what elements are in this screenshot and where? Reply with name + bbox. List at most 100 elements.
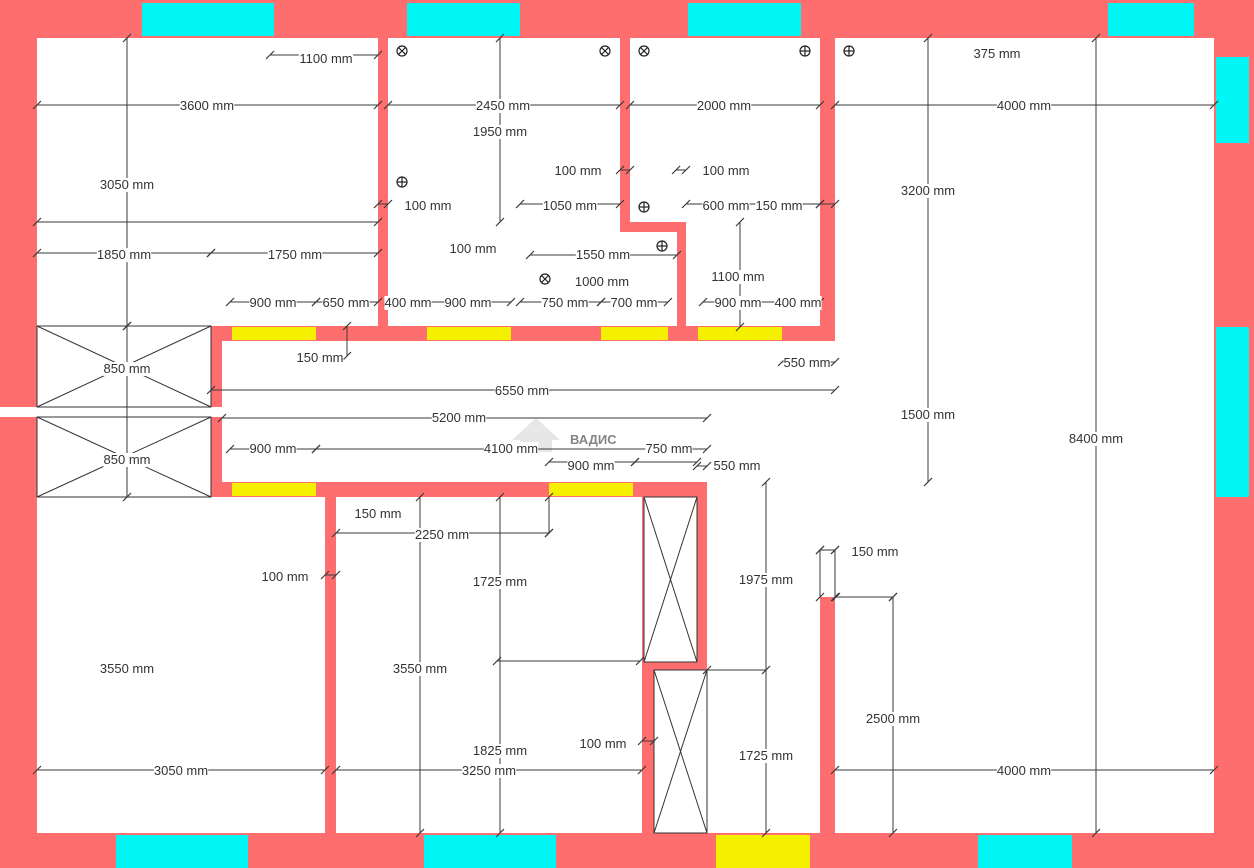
dimension-label: 1825 mm xyxy=(473,743,527,758)
dimension-label: 900 mm xyxy=(250,295,297,310)
dimension-label-bg xyxy=(579,737,627,751)
doors xyxy=(232,327,810,868)
room-top-left xyxy=(37,38,378,326)
dimension-label-bg xyxy=(900,184,956,198)
dimension-tick xyxy=(342,321,352,331)
dimension-label: 1100 mm xyxy=(711,269,764,284)
dimension-label: 3600 mm xyxy=(180,98,234,113)
dimension-tick xyxy=(495,828,505,838)
riser-icon xyxy=(843,45,855,57)
dimension-tick xyxy=(1091,828,1101,838)
dimension-label: 1500 mm xyxy=(901,407,955,422)
rooms xyxy=(0,38,1214,833)
dimension-label-bg xyxy=(103,453,151,467)
window xyxy=(1216,327,1249,497)
dimension-label-bg xyxy=(392,662,448,676)
dimension-label-bg xyxy=(645,442,693,456)
dimension-label: 4000 mm xyxy=(997,763,1051,778)
dimension-label-bg xyxy=(153,764,209,778)
dimension-tick xyxy=(320,765,330,775)
dimension-label: 400 mm xyxy=(385,295,432,310)
dimension-label-bg xyxy=(472,575,528,589)
dimension-tick xyxy=(265,50,275,60)
dimension-label: 2450 mm xyxy=(476,98,530,113)
dimension-label: 4100 mm xyxy=(484,441,538,456)
dimension-tick xyxy=(815,592,825,602)
dimension-label: 1750 mm xyxy=(268,247,322,262)
dimension-label-bg xyxy=(267,248,323,262)
dimension-label: 550 mm xyxy=(784,355,831,370)
dimension-tick xyxy=(311,444,321,454)
vent-icon xyxy=(638,45,650,57)
dimension-label-bg xyxy=(1068,432,1124,446)
dimension-label-bg xyxy=(774,296,822,310)
dimension-tick xyxy=(702,665,712,675)
dimension-label: 3250 mm xyxy=(462,763,516,778)
dimension-tick xyxy=(761,828,771,838)
dimension-tick xyxy=(831,592,841,602)
dimension-tick xyxy=(383,199,393,209)
dimension-label-bg xyxy=(322,296,370,310)
dimension-label-bg xyxy=(431,411,487,425)
dimension-tick xyxy=(830,592,840,602)
dimension-label: 150 mm xyxy=(355,506,402,521)
dimension-label: 8400 mm xyxy=(1069,431,1123,446)
dimension-tick xyxy=(206,248,216,258)
dimension-label: 6550 mm xyxy=(495,383,549,398)
dimension-tick xyxy=(698,297,708,307)
cross-line xyxy=(643,496,698,663)
dimension-label-bg xyxy=(574,275,630,289)
dimension-tick xyxy=(830,100,840,110)
dimension-label: 650 mm xyxy=(323,295,370,310)
door xyxy=(698,327,782,340)
dimension-label: 100 mm xyxy=(580,736,627,751)
dimension-label: 3200 mm xyxy=(901,183,955,198)
dimension-tick xyxy=(815,545,825,555)
dimension-label-bg xyxy=(865,712,921,726)
dimension-tick xyxy=(888,592,898,602)
dimension-label-bg xyxy=(696,99,752,113)
dimension-label: 4000 mm xyxy=(997,98,1051,113)
dimension-tick xyxy=(373,100,383,110)
dimension-tick xyxy=(515,297,525,307)
dimension-label: 900 mm xyxy=(445,295,492,310)
dimension-tick xyxy=(702,461,712,471)
dimension-tick xyxy=(761,665,771,675)
dimension-tick xyxy=(702,444,712,454)
dimension-label: 600 mm xyxy=(703,198,750,213)
dimension-tick xyxy=(495,492,505,502)
dimension-tick xyxy=(830,765,840,775)
dimension-label-bg xyxy=(996,764,1052,778)
dimension-label-bg xyxy=(973,47,1021,61)
dimension-tick xyxy=(923,33,933,43)
closet-outline xyxy=(36,416,212,498)
vent-icon xyxy=(599,45,611,57)
dimension-tick xyxy=(492,656,502,666)
dimension-label-bg xyxy=(755,199,803,213)
dimension-tick xyxy=(615,199,625,209)
dimension-tick xyxy=(320,570,330,580)
dimension-label-bg xyxy=(710,270,766,284)
dimension-label: 3550 mm xyxy=(393,661,447,676)
dimension-label-bg xyxy=(179,99,235,113)
dimension-tick xyxy=(761,477,771,487)
dimension-label: 900 mm xyxy=(715,295,762,310)
dimension-label-bg xyxy=(900,408,956,422)
dimension-label-bg xyxy=(575,248,631,262)
dimension-tick xyxy=(217,413,227,423)
dimension-label: 1100 mm xyxy=(299,51,352,66)
dimension-tick xyxy=(415,828,425,838)
dimension-label-bg xyxy=(702,164,750,178)
dimension-tick xyxy=(373,248,383,258)
dimension-tick xyxy=(331,765,341,775)
dimension-label: 850 mm xyxy=(104,452,151,467)
dimension-tick xyxy=(525,250,535,260)
riser-icon xyxy=(799,45,811,57)
dimension-label: 1850 mm xyxy=(97,247,151,262)
dimension-label-bg xyxy=(996,99,1052,113)
dimension-tick xyxy=(32,100,42,110)
dimension-label-bg xyxy=(610,296,658,310)
room-bottom-left xyxy=(37,497,325,833)
